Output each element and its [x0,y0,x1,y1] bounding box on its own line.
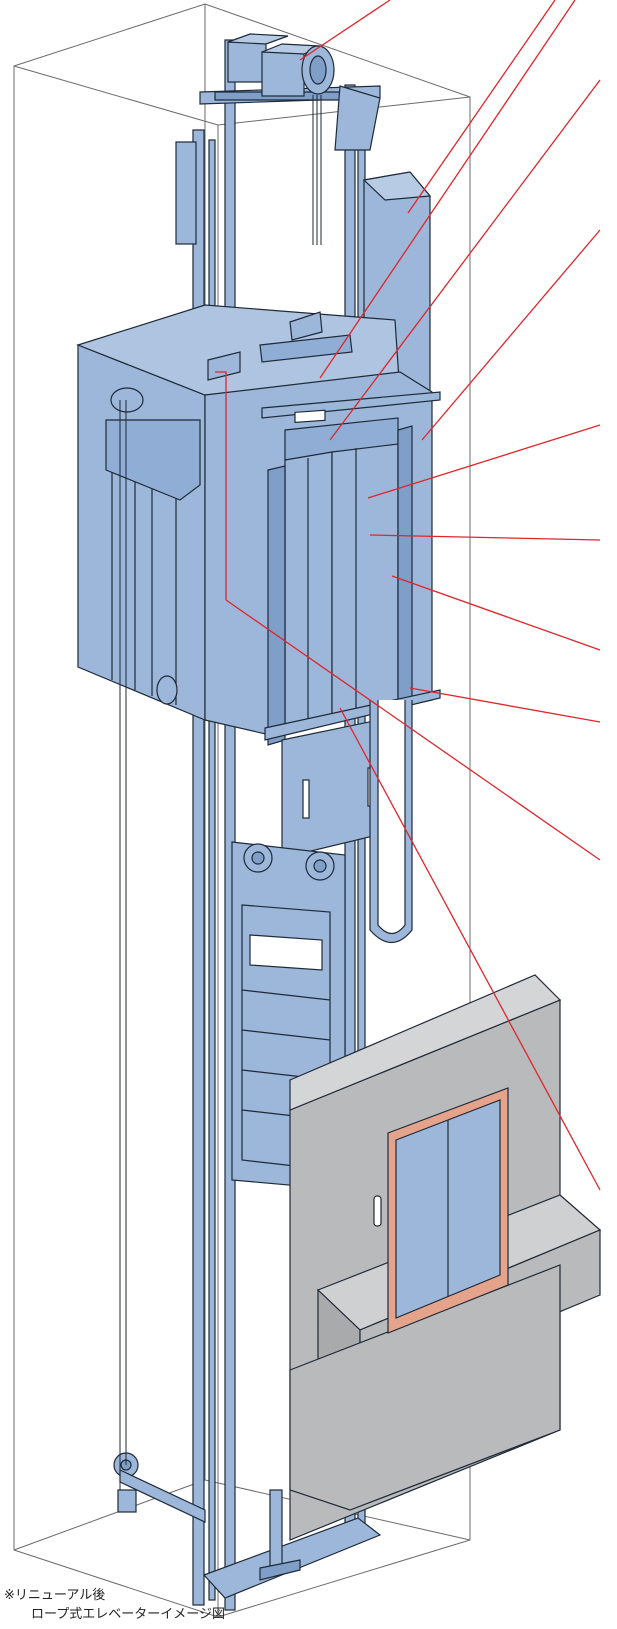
traveling-cable [369,700,413,944]
figure-caption: ※リニューアル後 ロープ式エレベーターイメージ図 [4,1586,364,1624]
leader-sill [409,687,601,723]
landing-wall [289,974,602,1541]
counterweight-guide [175,141,197,245]
leader-car-door [367,424,601,499]
leader-counterweight [225,599,601,861]
leader-landing [339,707,601,1191]
leader-door-operator [329,79,601,441]
hoist-ropes [312,95,322,245]
leader-control-panel [407,0,556,214]
leader-rail [421,229,601,441]
leader-car-top [319,0,576,379]
caption-line-1: ※リニューアル後 [4,1588,106,1603]
leader-car-interior [369,534,601,541]
leader-lines [215,0,601,1191]
leader-hook [215,371,227,600]
pit-equipment [113,1437,382,1599]
caption-line-2: ロープ式エレベーターイメージ図 [31,1607,225,1622]
traction-machine [199,33,381,151]
leader-traction-machine [299,0,391,61]
leader-cable [391,575,601,651]
